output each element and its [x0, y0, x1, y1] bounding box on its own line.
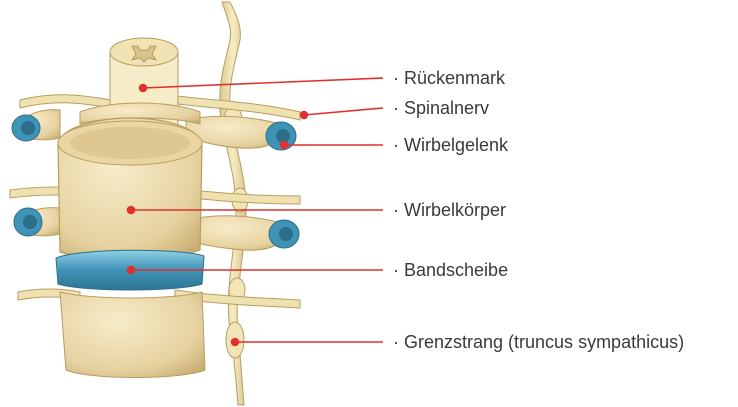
- label-rueckenmark: · Rückenmark: [393, 68, 505, 88]
- leader-line-spinalnerv: [304, 108, 383, 115]
- label-spinalnerv: · Spinalnerv: [393, 98, 489, 118]
- label-wirbelgelenk: · Wirbelgelenk: [393, 135, 508, 155]
- label-bandscheibe: · Bandscheibe: [393, 260, 508, 280]
- label-grenzstrang: · Grenzstrang (truncus sympathicus): [393, 332, 684, 352]
- leader-line-rueckenmark: [143, 78, 383, 88]
- lower-vertebral-body: [60, 292, 205, 378]
- label-wirbelkoerper: · Wirbelkörper: [393, 200, 506, 220]
- vertebral-body: [58, 118, 202, 259]
